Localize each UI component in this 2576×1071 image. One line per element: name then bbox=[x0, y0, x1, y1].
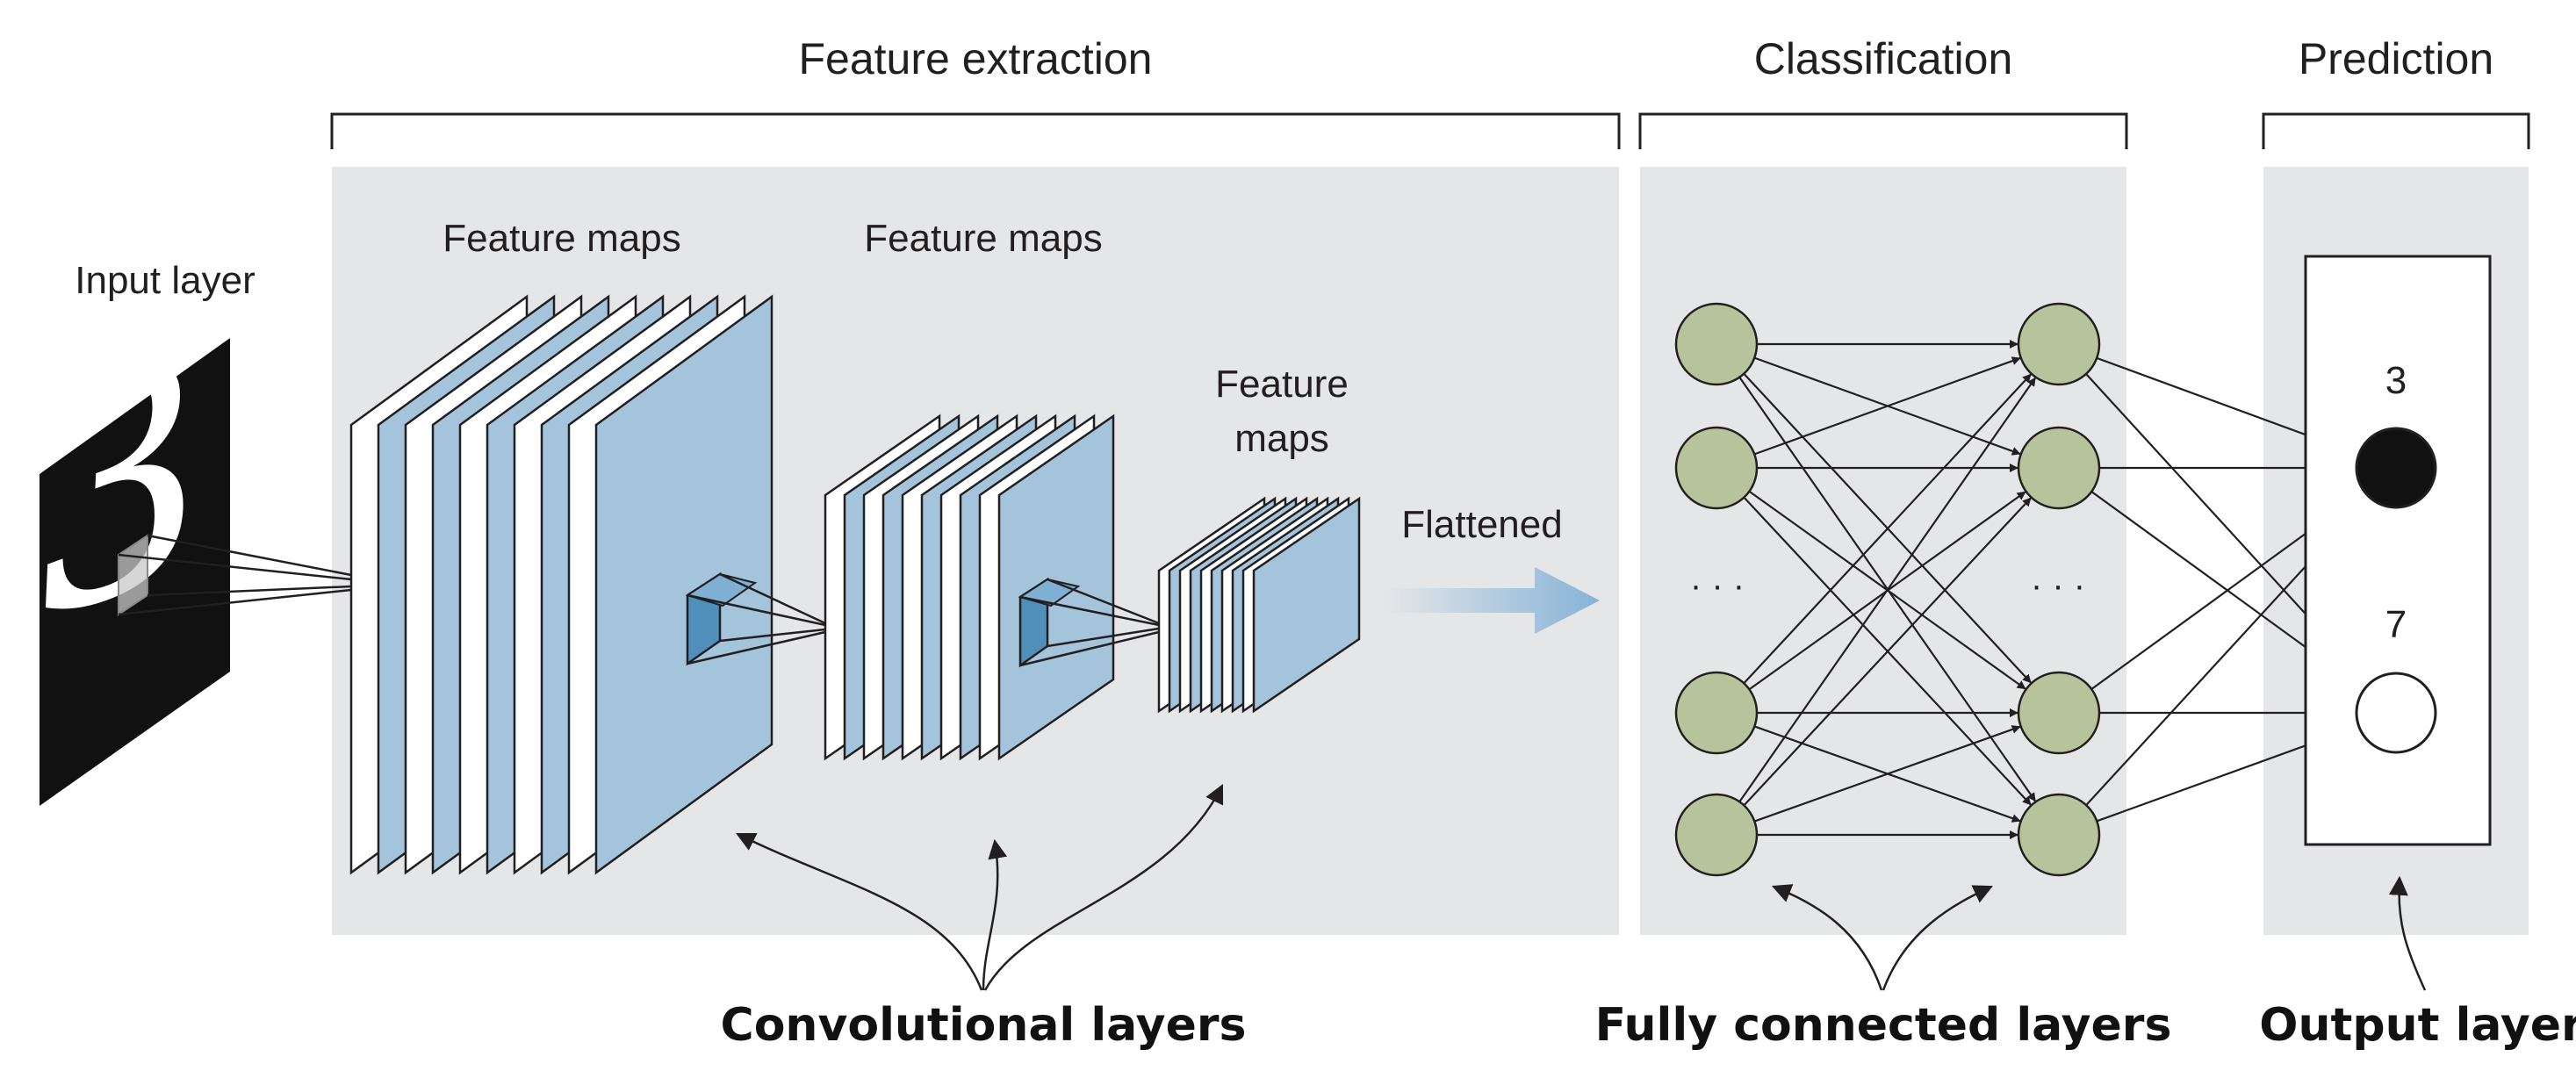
fc-connection bbox=[1753, 725, 2021, 823]
fully-connected-layers-label: Fully connected layers bbox=[1595, 999, 2172, 1052]
feature-maps-label-2: Feature maps bbox=[864, 217, 1102, 260]
fc-connection bbox=[1743, 497, 2032, 807]
output-label-7: 7 bbox=[2385, 603, 2407, 646]
feature-extraction-bracket bbox=[330, 112, 1621, 149]
input-projection-lines bbox=[118, 534, 352, 616]
flattened-arrow bbox=[1385, 567, 1600, 634]
feature-map-stack-1 bbox=[349, 294, 774, 875]
output-neuron-3 bbox=[2355, 427, 2437, 509]
fc-neurons bbox=[1674, 302, 2101, 877]
fc-neuron-layer-1 bbox=[1674, 671, 1759, 755]
fc-connection bbox=[1738, 377, 2037, 802]
fc-neuron-layer-1 bbox=[1674, 302, 1759, 386]
fc-neuron-layer-2 bbox=[2017, 302, 2101, 386]
output-neuron-7 bbox=[2355, 672, 2437, 754]
feature-maps-label-3-line2: maps bbox=[1234, 417, 1329, 460]
conv-callout-arrows bbox=[736, 784, 1224, 991]
flattened-label: Flattened bbox=[1401, 503, 1562, 546]
fc-neuron-layer-2 bbox=[2017, 426, 2101, 510]
output-box bbox=[2304, 255, 2492, 846]
fc-neuron-layer-2 bbox=[2017, 671, 2101, 755]
classification-title: Classification bbox=[1754, 34, 2013, 83]
prediction-title: Prediction bbox=[2299, 34, 2493, 83]
ellipsis-left: · · · bbox=[1690, 566, 1745, 605]
output-layer-label: Output layer bbox=[2259, 999, 2576, 1052]
fc-connection bbox=[1743, 373, 2032, 685]
feature-map-layer bbox=[594, 294, 774, 875]
output-label-3: 3 bbox=[2385, 359, 2407, 402]
convolutional-layers-label: Convolutional layers bbox=[721, 999, 1247, 1052]
feature-extraction-title: Feature extraction bbox=[799, 34, 1153, 83]
ellipsis-right: · · · bbox=[2031, 566, 2085, 605]
fc-neuron-layer-1 bbox=[1674, 793, 1759, 877]
input-image: 3 bbox=[6, 288, 230, 806]
classification-bracket bbox=[1638, 112, 2128, 149]
feature-map-layer bbox=[1252, 496, 1361, 714]
conv-kernel-2 bbox=[1018, 577, 1160, 668]
fc-callout-arrows bbox=[1771, 884, 1993, 991]
fc-neuron-layer-2 bbox=[2017, 793, 2101, 877]
fc-neuron-layer-1 bbox=[1674, 426, 1759, 510]
feature-maps-label-3-line1: Feature bbox=[1215, 363, 1349, 406]
feature-map-stack-2 bbox=[824, 413, 1115, 761]
feature-maps-label-1: Feature maps bbox=[443, 217, 680, 260]
conv-kernel-1 bbox=[685, 571, 826, 666]
feature-map-stack-3 bbox=[1157, 496, 1361, 714]
prediction-bracket bbox=[2262, 112, 2530, 149]
input-layer-label: Input layer bbox=[75, 259, 255, 302]
output-callout-arrow bbox=[2388, 875, 2427, 991]
fc-connection bbox=[1753, 356, 2021, 456]
